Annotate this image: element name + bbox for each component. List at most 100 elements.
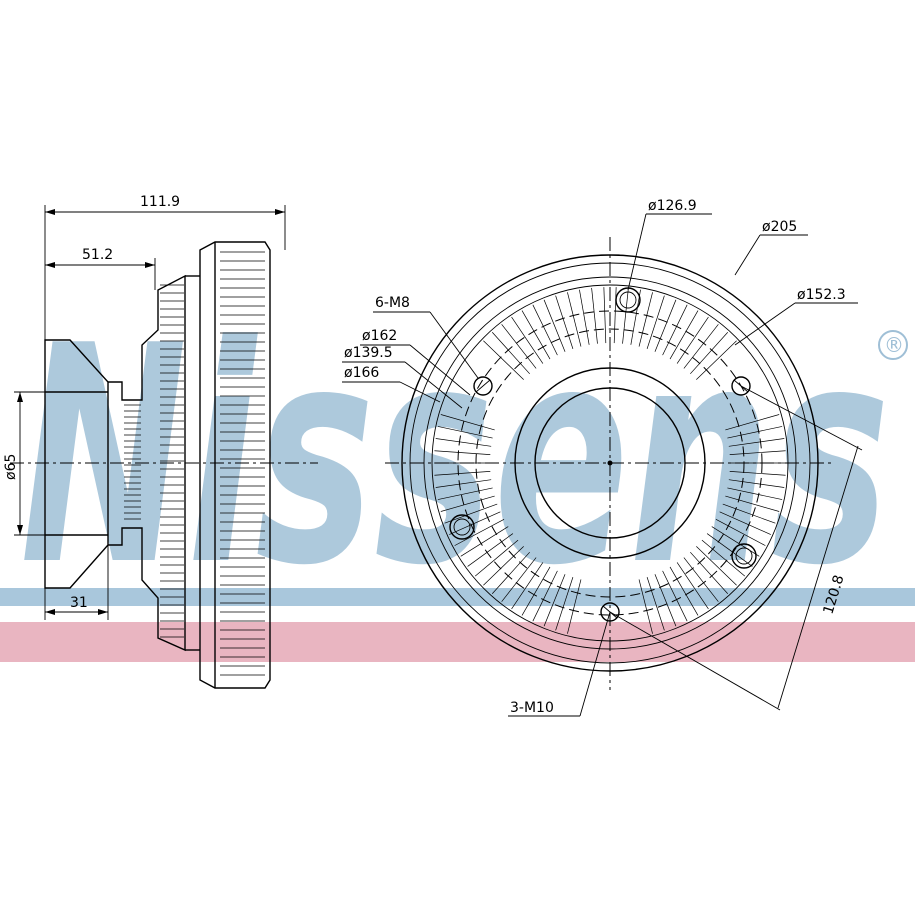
- radial-fin: [722, 503, 776, 524]
- radial-fin: [532, 304, 558, 356]
- radial-fin: [440, 495, 495, 512]
- radial-fin: [437, 487, 493, 500]
- registered-circle: [878, 330, 908, 360]
- radial-fin: [521, 566, 551, 616]
- radial-fin: [501, 324, 537, 369]
- registered-mark: ®: [884, 333, 904, 357]
- radial-fin: [435, 438, 492, 447]
- radial-fin: [728, 479, 785, 488]
- radial-fin: [715, 519, 766, 546]
- radial-fin: [437, 426, 493, 439]
- radial-fin: [440, 414, 495, 431]
- radial-fin: [654, 574, 677, 627]
- bolt-hole-m10-right: [731, 543, 757, 569]
- radial-fin: [727, 426, 783, 439]
- radial-fin: [622, 287, 629, 344]
- radial-fin: [555, 295, 574, 349]
- radial-fin: [511, 562, 544, 610]
- bolt-hole-m10-top: [615, 287, 641, 313]
- radial-fin: [449, 511, 501, 535]
- brand-watermark: Nissens: [20, 282, 890, 631]
- radial-fin: [696, 546, 737, 586]
- leader-m8: [429, 311, 479, 379]
- radial-fin: [727, 487, 783, 500]
- radial-fin: [725, 495, 780, 512]
- radial-fin: [567, 579, 582, 634]
- dim-overall-length: 111.9: [140, 194, 180, 210]
- radial-fin: [676, 316, 709, 364]
- front-fins: [434, 287, 786, 634]
- radial-fin: [690, 331, 729, 375]
- radial-fin: [521, 310, 551, 360]
- label-6-m8: 6-M8: [375, 295, 410, 311]
- radial-fin: [467, 533, 514, 567]
- ext-line-diag-b: [609, 611, 781, 711]
- red-band: [0, 622, 915, 662]
- radial-fin: [630, 289, 641, 345]
- radial-fin: [711, 526, 760, 557]
- leader-d152: [734, 302, 796, 346]
- leader-m10: [579, 611, 611, 717]
- label-d152-3: ø152.3: [797, 287, 846, 303]
- radial-fin: [646, 295, 665, 349]
- label-d139-5: ø139.5: [344, 345, 393, 361]
- radial-fin: [638, 292, 653, 347]
- radial-fin: [683, 324, 719, 369]
- radial-fin: [690, 551, 729, 595]
- front-view: ø126.9 ø205 ø152.3 6-M8 ø162 ø139.5 ø166…: [342, 198, 863, 717]
- radial-fin: [579, 289, 590, 345]
- radial-fin: [725, 414, 780, 431]
- radial-fin: [567, 292, 582, 347]
- radial-fin: [483, 340, 524, 380]
- radial-fin: [435, 479, 492, 488]
- radial-fin: [491, 551, 530, 595]
- leader-d205: [734, 234, 761, 276]
- label-d205: ø205: [762, 219, 797, 235]
- radial-fin: [603, 287, 607, 344]
- drum-outline: [199, 241, 271, 689]
- inner-fins: [124, 284, 184, 638]
- radial-fin: [434, 450, 491, 455]
- radial-fin: [669, 310, 699, 360]
- label-3-m10: 3-M10: [510, 700, 554, 716]
- radial-fin: [434, 471, 491, 476]
- radial-fin: [662, 570, 688, 622]
- radial-fin: [701, 539, 746, 577]
- radial-fin: [696, 340, 737, 380]
- radial-fin: [676, 562, 709, 610]
- dim-hub-length: 51.2: [82, 247, 113, 263]
- dim-line-diag: [777, 445, 859, 709]
- radial-fin: [460, 526, 509, 557]
- radial-fin: [532, 570, 558, 622]
- radial-fin: [654, 299, 677, 352]
- radial-fin: [555, 577, 574, 631]
- radial-fin: [511, 316, 544, 364]
- radial-fin: [491, 331, 530, 375]
- leader-d139: [404, 361, 463, 409]
- radial-fin: [543, 574, 566, 627]
- label-d126-9: ø126.9: [648, 198, 697, 214]
- radial-fin: [483, 546, 524, 586]
- radial-fin: [729, 471, 786, 476]
- radial-fin: [501, 557, 537, 602]
- leader-d166: [399, 381, 441, 403]
- radial-fin: [646, 577, 665, 631]
- radial-fin: [669, 566, 699, 616]
- radial-fin: [683, 557, 719, 602]
- radial-fin: [728, 438, 785, 447]
- radial-fin: [706, 533, 753, 567]
- outer-fins: [220, 251, 265, 676]
- radial-fin: [719, 511, 771, 535]
- radial-fin: [591, 287, 598, 344]
- leader-d162: [409, 344, 471, 396]
- radial-fin: [444, 503, 498, 524]
- radial-fin: [638, 579, 653, 634]
- dim-hub-diameter: ø65: [3, 454, 19, 480]
- label-d166: ø166: [344, 365, 379, 381]
- leader-d126: [627, 213, 647, 291]
- side-view: 111.9 51.2 31 ø65: [3, 194, 318, 689]
- ext-line-diag-a: [740, 385, 863, 451]
- blue-band: [0, 588, 915, 606]
- bolt-hole-m8-a: [473, 376, 493, 396]
